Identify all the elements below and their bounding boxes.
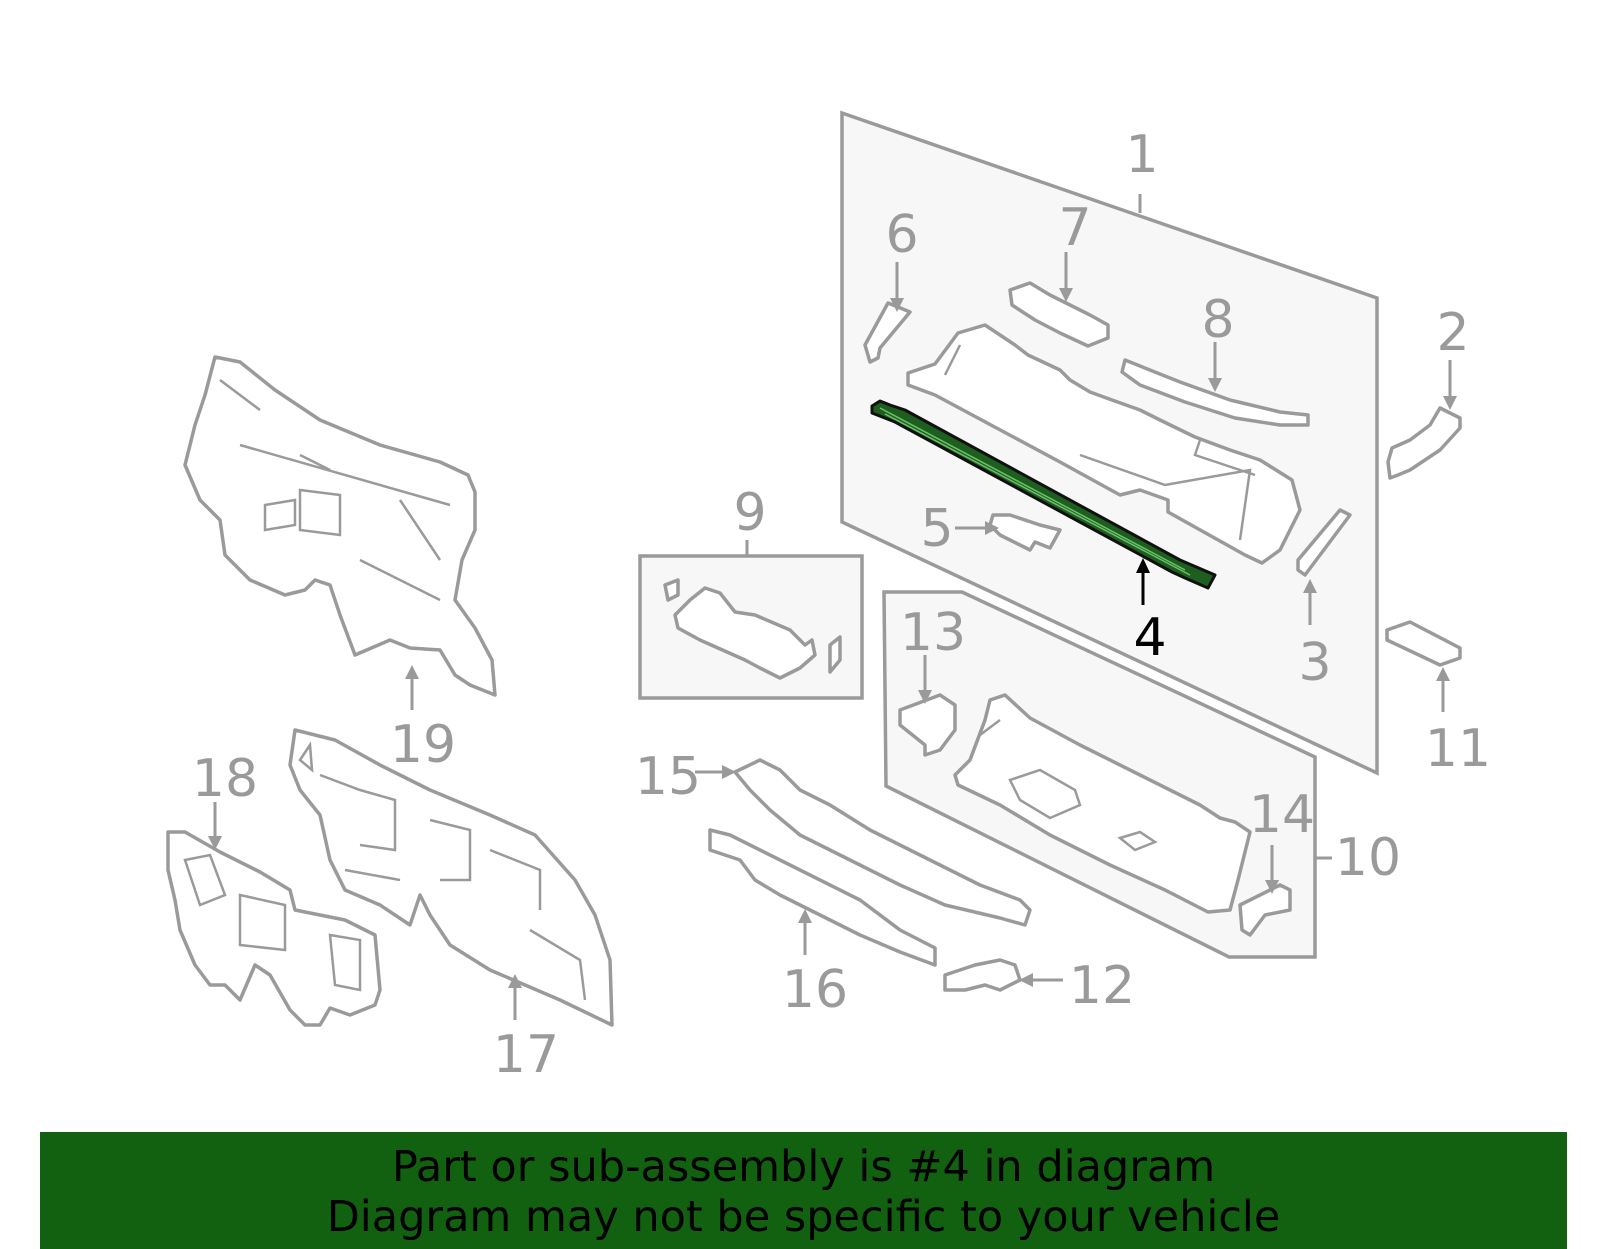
callout-2: 2 [1436,303,1469,363]
callout-19: 19 [390,715,456,775]
part-6 [863,301,912,364]
callout-10: 10 [1335,828,1401,888]
callout-3: 3 [1298,633,1331,693]
callout-13: 13 [900,603,966,663]
callout-7: 7 [1058,198,1091,258]
callout-18: 18 [192,749,258,809]
callout-14: 14 [1249,785,1315,845]
part-18 [166,830,382,1027]
callout-4: 4 [1133,608,1166,668]
part-13 [898,693,957,757]
part-2 [1386,406,1462,480]
part-10-cowl-lower [953,693,1252,914]
part-9-tab-left [663,578,680,602]
part-3 [1296,508,1352,577]
part-1-cowl-upper [906,323,1302,565]
callout-5: 5 [920,499,953,559]
callout-12: 12 [1069,956,1135,1016]
callout-15: 15 [635,747,701,807]
part-16 [708,828,937,967]
callout-1: 1 [1125,125,1158,185]
callout-17: 17 [493,1025,559,1085]
banner-line-2: Diagram may not be specific to your vehi… [326,1192,1281,1242]
part-11 [1385,620,1462,667]
part-7 [1008,281,1110,348]
callout-8: 8 [1201,290,1234,350]
callout-6: 6 [885,205,918,265]
part-8 [1120,358,1310,427]
banner-line-1: Part or sub-assembly is #4 in diagram [391,1142,1216,1192]
part-9 [673,586,817,680]
part-12 [943,958,1022,992]
part-15 [733,758,1032,927]
callout-9: 9 [733,483,766,543]
callout-11: 11 [1425,719,1491,779]
part-14 [1238,883,1292,937]
part-17 [288,728,614,1027]
callout-16: 16 [782,960,848,1020]
part-9-tab-right [828,635,842,674]
info-banner: Part or sub-assembly is #4 in diagram Di… [40,1132,1567,1249]
